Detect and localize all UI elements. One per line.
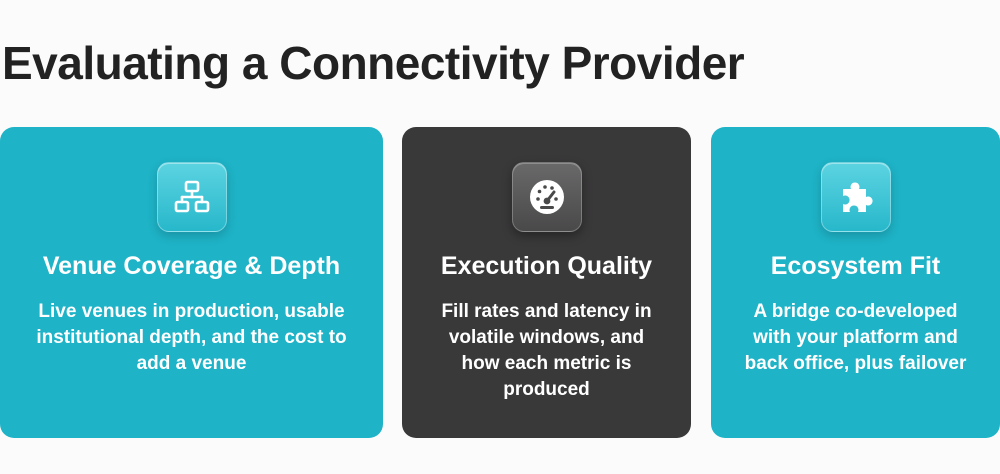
card-ecosystem-fit: Ecosystem Fit A bridge co-developed with… <box>711 127 1000 438</box>
card-description: Fill rates and latency in volatile windo… <box>441 301 652 400</box>
card-description: Live venues in production, usable instit… <box>36 301 347 374</box>
card-description: A bridge co-developed with your platform… <box>744 301 967 374</box>
card-execution-quality: Execution Quality Fill rates and latency… <box>402 127 691 438</box>
card-title: Ecosystem Fit <box>770 252 941 280</box>
page-title: Evaluating a Connectivity Provider <box>2 37 745 89</box>
network-icon <box>156 162 227 232</box>
speedometer-icon <box>511 162 582 232</box>
card-title: Execution Quality <box>440 252 653 280</box>
card-title: Venue Coverage & Depth <box>42 252 341 280</box>
puzzle-piece-icon <box>820 162 891 232</box>
card-venue-coverage: Venue Coverage & Depth Live venues in pr… <box>0 127 383 438</box>
